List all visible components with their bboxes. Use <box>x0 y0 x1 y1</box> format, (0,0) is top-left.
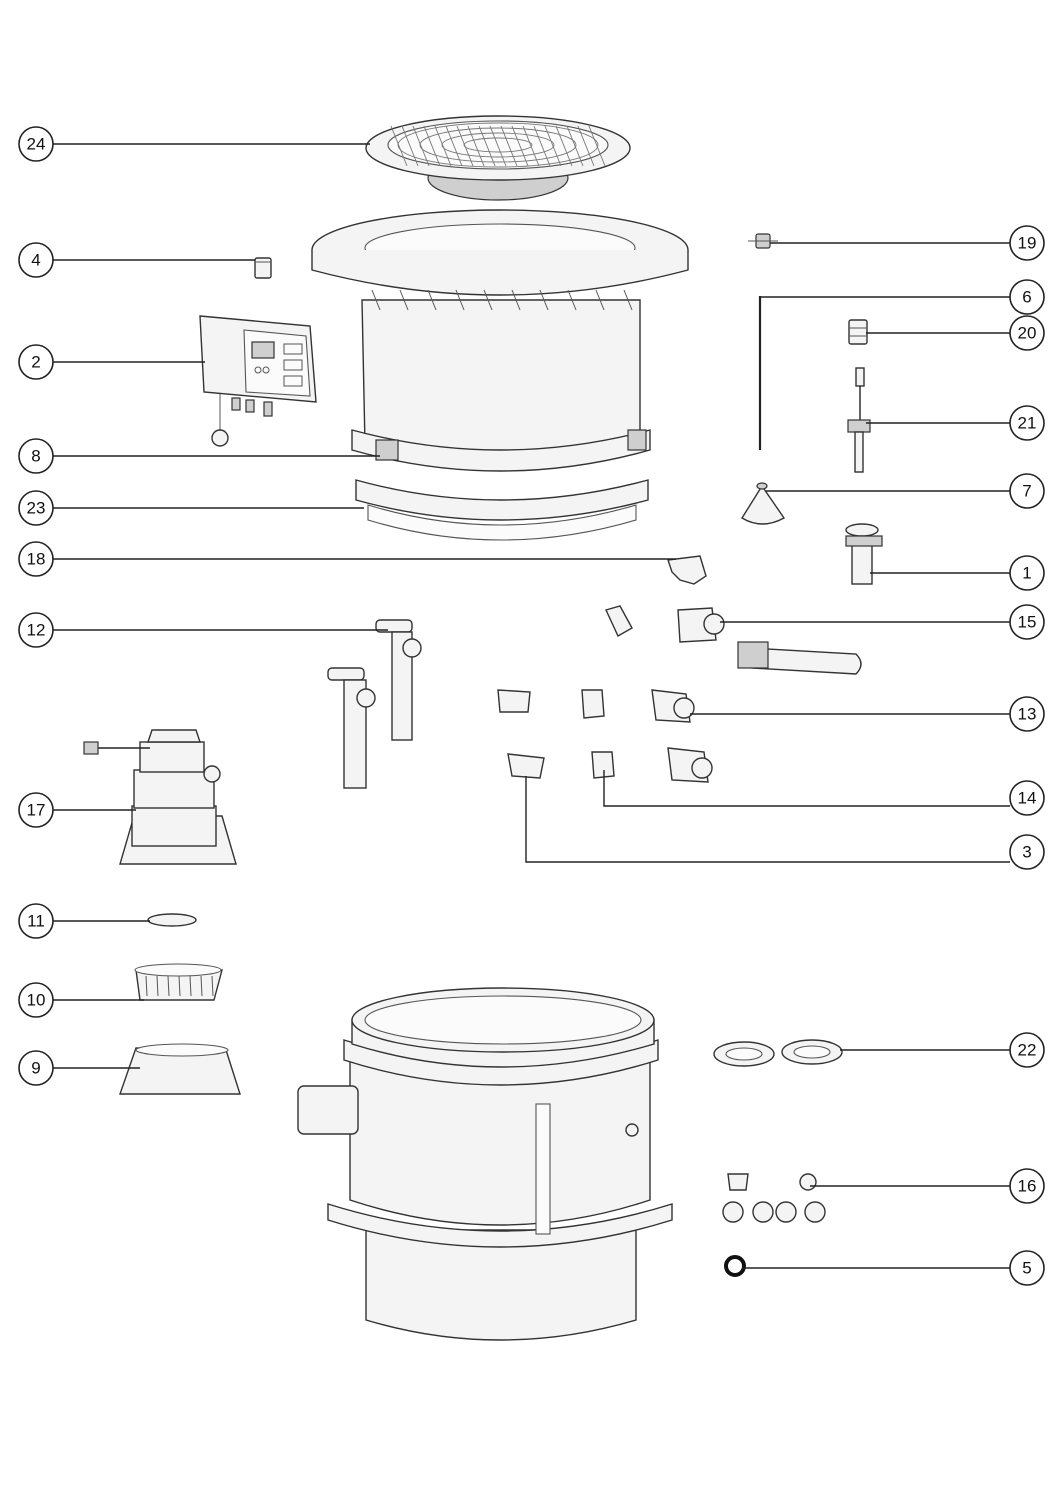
svg-text:6: 6 <box>1022 288 1031 307</box>
svg-text:23: 23 <box>27 499 46 518</box>
callout-2: 2 <box>18 344 205 380</box>
part-tube-fitting <box>845 523 883 585</box>
svg-text:8: 8 <box>31 447 40 466</box>
svg-text:16: 16 <box>1018 1177 1037 1196</box>
svg-text:24: 24 <box>27 135 46 154</box>
part-connector <box>848 319 868 345</box>
part-top-frame <box>311 209 689 461</box>
callout-14: 14 <box>603 770 1045 816</box>
part-disc <box>147 913 197 927</box>
callout-13: 13 <box>690 696 1045 732</box>
part-small-fitting-top <box>748 233 778 249</box>
callout-7: 7 <box>766 473 1045 509</box>
callout-24: 24 <box>18 126 370 162</box>
svg-text:21: 21 <box>1018 414 1037 433</box>
svg-text:14: 14 <box>1018 789 1037 808</box>
svg-text:10: 10 <box>27 991 46 1010</box>
callout-9: 9 <box>18 1050 140 1086</box>
part-valve-with-pipe <box>605 605 862 675</box>
part-o-ring <box>724 1255 746 1277</box>
callout-15: 15 <box>720 604 1045 640</box>
svg-text:15: 15 <box>1018 613 1037 632</box>
callout-17: 17 <box>18 792 136 828</box>
part-basket <box>134 963 223 1001</box>
svg-text:7: 7 <box>1022 482 1031 501</box>
svg-text:4: 4 <box>31 251 40 270</box>
callout-19: 19 <box>770 225 1045 261</box>
part-valves-row-lower <box>507 747 713 783</box>
part-seals-small <box>722 1173 826 1223</box>
svg-text:17: 17 <box>27 801 46 820</box>
svg-text:3: 3 <box>1022 843 1031 862</box>
part-small-block <box>254 257 272 279</box>
svg-text:20: 20 <box>1018 324 1037 343</box>
callout-12: 12 <box>18 612 388 648</box>
svg-text:9: 9 <box>31 1059 40 1078</box>
callout-10: 10 <box>18 982 144 1018</box>
callout-20: 20 <box>866 315 1045 351</box>
callout-6: 6 <box>760 279 1045 315</box>
part-main-tank <box>297 987 673 1341</box>
callout-18: 18 <box>18 541 676 577</box>
svg-text:2: 2 <box>31 353 40 372</box>
callout-8: 8 <box>18 438 380 474</box>
part-valves-row <box>497 689 695 723</box>
svg-text:18: 18 <box>27 550 46 569</box>
callout-23: 23 <box>18 490 364 526</box>
part-ring-seal <box>355 479 649 541</box>
svg-text:5: 5 <box>1022 1259 1031 1278</box>
svg-text:1: 1 <box>1022 564 1031 583</box>
callout-3: 3 <box>525 776 1045 870</box>
part-base-stand <box>119 1043 241 1095</box>
callout-21: 21 <box>866 405 1045 441</box>
callout-16: 16 <box>810 1168 1045 1204</box>
callout-5: 5 <box>742 1250 1045 1286</box>
part-sensor-probe <box>847 367 871 473</box>
part-pump <box>83 729 237 865</box>
part-seals-large <box>713 1039 843 1067</box>
part-cone-float <box>741 482 786 525</box>
part-control-unit <box>199 315 317 447</box>
part-clamp-band <box>351 429 651 472</box>
svg-text:13: 13 <box>1018 705 1037 724</box>
callout-22: 22 <box>840 1032 1045 1068</box>
callout-1: 1 <box>870 555 1045 591</box>
svg-text:19: 19 <box>1018 234 1037 253</box>
svg-text:22: 22 <box>1018 1041 1037 1060</box>
svg-text:11: 11 <box>27 912 45 931</box>
part-grate-cover <box>365 115 631 201</box>
svg-text:12: 12 <box>27 621 46 640</box>
callout-11: 11 <box>18 903 150 939</box>
callout-4: 4 <box>18 242 255 278</box>
part-bracket <box>667 555 707 585</box>
part-riser-pipes <box>327 619 422 789</box>
